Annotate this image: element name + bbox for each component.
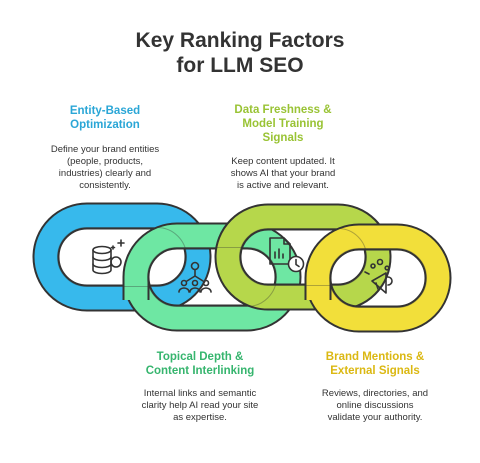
factor-1-description-line: industries) clearly and (58, 168, 152, 179)
factor-2-heading-line: Topical Depth & (156, 351, 244, 363)
chain-link-3-body (216, 205, 390, 309)
chain-link-1-body (34, 204, 210, 310)
chain-link-inner-edge (239, 228, 367, 286)
factor-4-heading: Brand Mentions & External Signals (300, 350, 450, 378)
factor-3-heading-line: Signals (262, 132, 304, 144)
title-line-2: for LLM SEO (176, 54, 304, 77)
factor-1-description-line: consistently. (79, 180, 131, 191)
factor-4-description-line: online discussions (336, 400, 414, 411)
factor-2-description-line: Internal links and semantic (143, 388, 257, 399)
chain-link-inner-edge (147, 247, 277, 307)
chain-link-3 (214, 203, 392, 311)
factor-2-description-line: clarity help AI read your site (141, 400, 259, 411)
document-clock-icon (269, 237, 305, 273)
factor-3-heading-line: Data Freshness & (234, 104, 332, 116)
chain-link-inner-edge (329, 248, 427, 308)
factor-3-heading-line: Model Training (242, 118, 324, 130)
factor-2-description: Internal links and semantic clarity help… (117, 388, 283, 424)
factor-3-description-line: is active and relevant. (237, 180, 329, 191)
team-network-icon (178, 261, 212, 293)
factor-1-heading: Entity-Based Optimization (40, 104, 170, 132)
factor-2-heading-line: Content Interlinking (145, 365, 255, 377)
factor-3-heading: Data Freshness & Model Training Signals (218, 103, 348, 145)
factor-3-description: Keep content updated. It shows AI that y… (208, 156, 358, 192)
factor-1-heading-line: Optimization (70, 119, 140, 131)
factor-1-description-line: Define your brand entities (50, 144, 160, 155)
factor-4-description-line: Reviews, directories, and (321, 388, 429, 399)
factor-1-heading-line: Entity-Based (69, 105, 141, 117)
factor-1-description: Define your brand entities (people, prod… (30, 144, 180, 192)
factor-1-description-line: (people, products, (66, 156, 144, 167)
megaphone-icon (364, 258, 393, 294)
factor-4-description-line: validate your authority. (327, 412, 423, 423)
page-title: Key Ranking Factors for LLM SEO (0, 28, 480, 78)
factor-3-description-line: shows AI that your brand (230, 168, 336, 179)
factor-2-heading: Topical Depth & Content Interlinking (125, 350, 275, 378)
title-line-1: Key Ranking Factors (135, 29, 345, 52)
chain-link-inner-edge (57, 227, 187, 287)
factor-2-description-line: as expertise. (173, 412, 227, 423)
factor-4-heading-line: External Signals (330, 365, 420, 377)
chain-link-1 (32, 202, 212, 312)
factor-4-heading-line: Brand Mentions & (325, 351, 425, 363)
factor-3-description-line: Keep content updated. It (231, 156, 335, 167)
factor-4-description: Reviews, directories, and online discuss… (295, 388, 455, 424)
database-icon (92, 239, 125, 275)
